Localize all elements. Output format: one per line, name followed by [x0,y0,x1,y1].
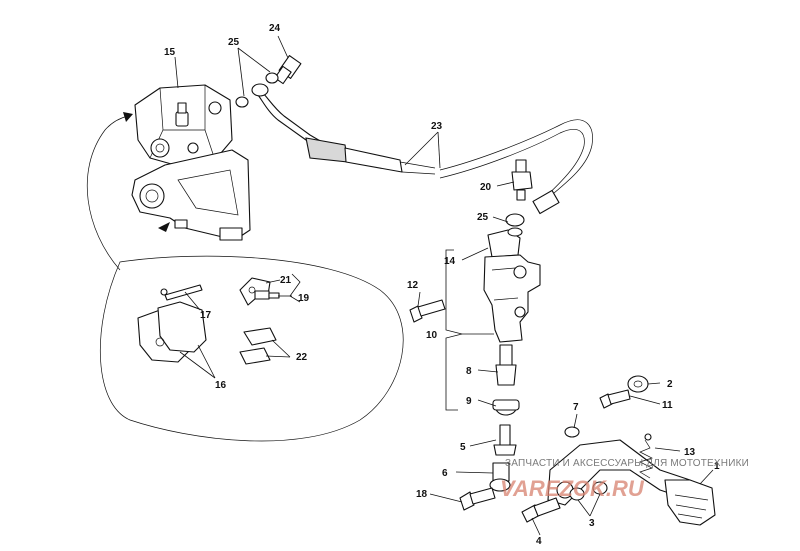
label-24: 24 [269,23,281,34]
label-9: 9 [466,396,472,407]
label-8: 8 [466,366,472,377]
label-19: 19 [298,293,310,304]
label-12: 12 [407,280,419,291]
label-14: 14 [444,256,456,267]
banjo-fitting-top [251,83,269,97]
master-cylinder [483,229,541,343]
pushrod-assembly [489,344,520,492]
bleed-valve [254,290,280,300]
washer-top-b [235,96,249,108]
label-23: 23 [431,121,443,132]
pedal-stop [627,375,649,393]
pedal-pivot-bolt [521,497,561,523]
washer-mc-a [505,213,525,227]
brake-hose [257,91,593,215]
label-15: 15 [164,47,176,58]
caliper-bracket [131,149,251,241]
label-6: 6 [442,468,448,479]
label-25-mid: 25 [477,212,489,223]
label-20: 20 [480,182,492,193]
label-21: 21 [280,275,292,286]
inset-pointer [86,115,129,271]
inset-balloon [99,255,404,442]
brake-light-switch [511,159,533,201]
return-spring [639,433,653,479]
label-11: 11 [662,400,673,411]
leader-lines [174,35,714,536]
label-1: 1 [714,461,720,472]
watermark-logo: VAREZOK.RU [500,476,645,501]
brake-pedal [547,439,716,526]
pad-pin [160,284,203,301]
watermark-text: ЗАПЧАСТИ И АКСЕССУАРЫ ДЛЯ МОТОТЕХНИКИ [505,458,749,469]
washer-top-a [265,72,279,84]
brake-caliper [134,84,233,166]
bracket-arrow [158,222,170,232]
label-22: 22 [296,352,308,363]
label-5: 5 [460,442,466,453]
pivot-bushing-a [569,487,585,501]
label-13: 13 [684,447,696,458]
label-18: 18 [416,489,428,500]
washer-mc-b [507,227,523,237]
label-3: 3 [589,518,595,529]
nut-7 [564,426,580,438]
label-10: 10 [426,330,438,341]
stop-bolt [599,389,631,409]
label-16: 16 [215,380,227,391]
banjo-bolt-top [274,55,302,85]
pad-clips [239,327,277,365]
label-17: 17 [200,310,212,321]
label-2: 2 [667,379,673,390]
bolt-18 [459,487,496,511]
brake-pads [137,301,207,363]
inset-arrowhead [123,112,133,122]
label-25-top: 25 [228,37,240,48]
label-7: 7 [573,402,579,413]
mounting-bolt [409,299,446,323]
label-4: 4 [536,536,542,547]
